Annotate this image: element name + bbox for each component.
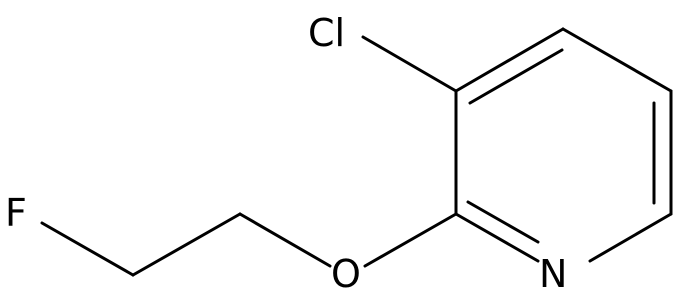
bond-c4-c5 xyxy=(561,27,673,93)
bond-ch2-ch2 xyxy=(131,212,242,277)
bond-n-c2-inner xyxy=(466,200,540,244)
bond-c2-o xyxy=(363,212,458,268)
atom-label-fluorine: F xyxy=(5,191,27,235)
bond-ch2-f xyxy=(40,221,135,277)
bond-c3-cl xyxy=(361,35,458,93)
atom-label-chlorine: Cl xyxy=(308,11,345,55)
bond-c3-c4 xyxy=(454,27,565,93)
bond-n-c2 xyxy=(454,212,540,263)
atom-label-nitrogen: N xyxy=(539,252,567,296)
atom-label-oxygen: O xyxy=(331,252,361,296)
bond-o-ch2 xyxy=(238,212,332,268)
bond-c6-n xyxy=(588,212,673,263)
bond-c3-c4-inner xyxy=(468,48,564,105)
